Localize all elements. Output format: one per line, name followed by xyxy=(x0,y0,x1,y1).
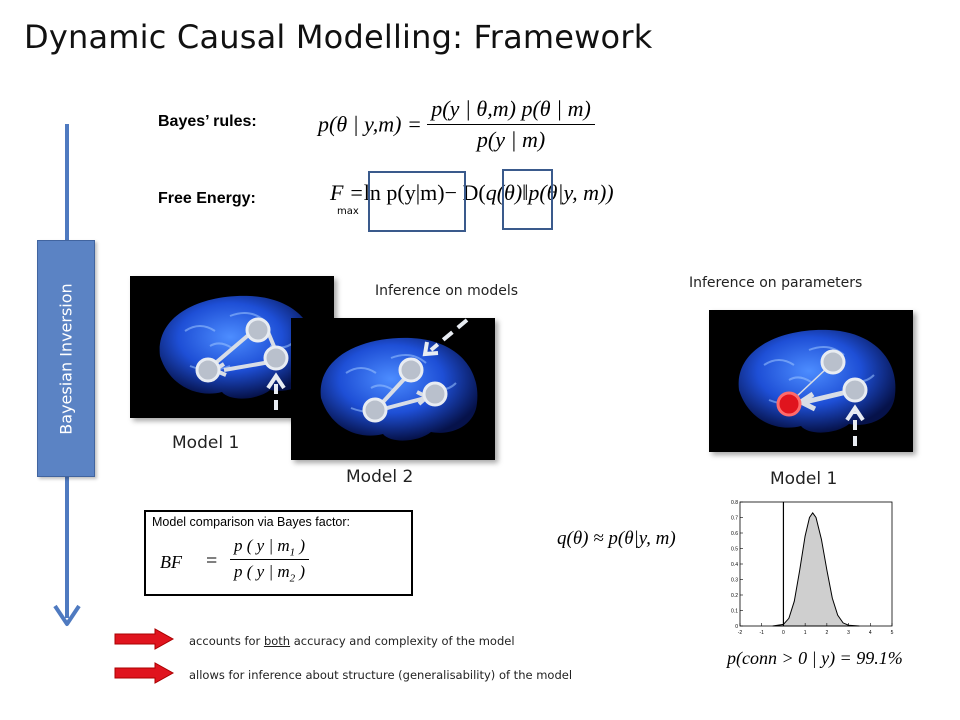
max-subscript: max xyxy=(337,206,359,217)
posterior-probability: p(conn > 0 | y) = 99.1% xyxy=(727,648,903,668)
y-tick-label: 0.4 xyxy=(731,562,738,568)
bf-denominator-close: ) xyxy=(299,562,306,582)
log-evidence-frame xyxy=(368,171,466,232)
note-accuracy-complexity: accounts for both accuracy and complexit… xyxy=(189,634,515,648)
bayesian-inversion-box: Bayesian Inversion xyxy=(37,240,95,477)
bayes-lhs: p(θ | y,m) = xyxy=(318,111,422,137)
y-tick-label: 0.6 xyxy=(731,531,738,537)
slide-title: Dynamic Causal Modelling: Framework xyxy=(24,18,653,56)
free-energy-lhs: F = xyxy=(330,180,364,205)
bayes-equation: p(θ | y,m) = p(y | θ,m) p(θ | m) p(y | m… xyxy=(318,96,595,153)
x-tick-label: 4 xyxy=(869,630,872,636)
red-arrow-2-icon xyxy=(114,662,175,684)
y-tick-label: 0.5 xyxy=(731,547,738,553)
bf-equals: = xyxy=(206,550,218,572)
y-tick-label: 0.2 xyxy=(731,593,738,599)
red-arrow-1-icon xyxy=(114,628,175,650)
y-tick-label: 0.7 xyxy=(731,516,738,522)
posterior-density-chart: -2 -1 0 1 2 3 4 5 0 0.1 0.2 0.3 0.4 0.5 0.6 0.7 0.8 xyxy=(731,500,894,636)
brain-model2-image xyxy=(291,318,495,460)
bayes-denominator: p(y | m) xyxy=(476,127,546,152)
note1-pre: accounts for xyxy=(189,634,264,648)
x-tick-label: 3 xyxy=(847,630,850,636)
y-tick-label: 0.1 xyxy=(731,609,738,615)
x-tick-label: -1 xyxy=(759,630,764,636)
bayes-factor-title: Model comparison via Bayes factor: xyxy=(152,515,351,529)
model1-parameters-label: Model 1 xyxy=(770,469,838,489)
bayes-rules-label: Bayes’ rules: xyxy=(158,113,257,130)
bf-fraction: p ( y | m1 ) p ( y | m2 ) xyxy=(230,536,310,585)
bf-numerator: p ( y | m xyxy=(234,536,290,555)
bf-lhs: BF xyxy=(160,552,182,572)
free-energy-term1: ln p(y|m) xyxy=(363,180,445,205)
bf-denominator-sub: 2 xyxy=(289,572,296,585)
bayesian-inversion-label: Bayesian Inversion xyxy=(56,282,76,435)
model1-label: Model 1 xyxy=(172,433,240,453)
free-energy-label: Free Energy: xyxy=(158,190,256,207)
x-tick-label: -2 xyxy=(738,630,743,636)
posterior-approximation: q(θ) ≈ p(θ|y, m) xyxy=(557,528,676,549)
inference-models-label: Inference on models xyxy=(375,283,519,299)
free-energy-rest: ‖p(θ|y, m)) xyxy=(522,180,614,205)
posterior-frame xyxy=(502,169,553,230)
brain-parameters-image xyxy=(709,310,913,452)
y-tick-label: 0.8 xyxy=(731,500,738,506)
bf-numerator-sub: 1 xyxy=(289,546,296,559)
bf-denominator: p ( y | m xyxy=(234,562,290,582)
y-tick-label: 0 xyxy=(735,624,738,630)
x-tick-label: 1 xyxy=(804,630,807,636)
note1-post: accuracy and complexity of the model xyxy=(290,634,515,648)
model2-label: Model 2 xyxy=(346,467,414,487)
x-tick-label: 5 xyxy=(891,630,894,636)
note-structure-inference: allows for inference about structure (ge… xyxy=(189,668,573,682)
note1-underlined: both xyxy=(263,634,291,648)
inference-parameters-label: Inference on parameters xyxy=(689,275,863,291)
y-tick-label: 0.3 xyxy=(731,578,738,584)
bf-numerator-close: ) xyxy=(299,536,306,555)
bayes-numerator: p(y | θ,m) p(θ | m) xyxy=(427,96,595,125)
bayes-factor-box: Model comparison via Bayes factor: BF = … xyxy=(144,510,413,596)
x-tick-label: 0 xyxy=(782,630,785,636)
x-tick-label: 2 xyxy=(825,630,828,636)
